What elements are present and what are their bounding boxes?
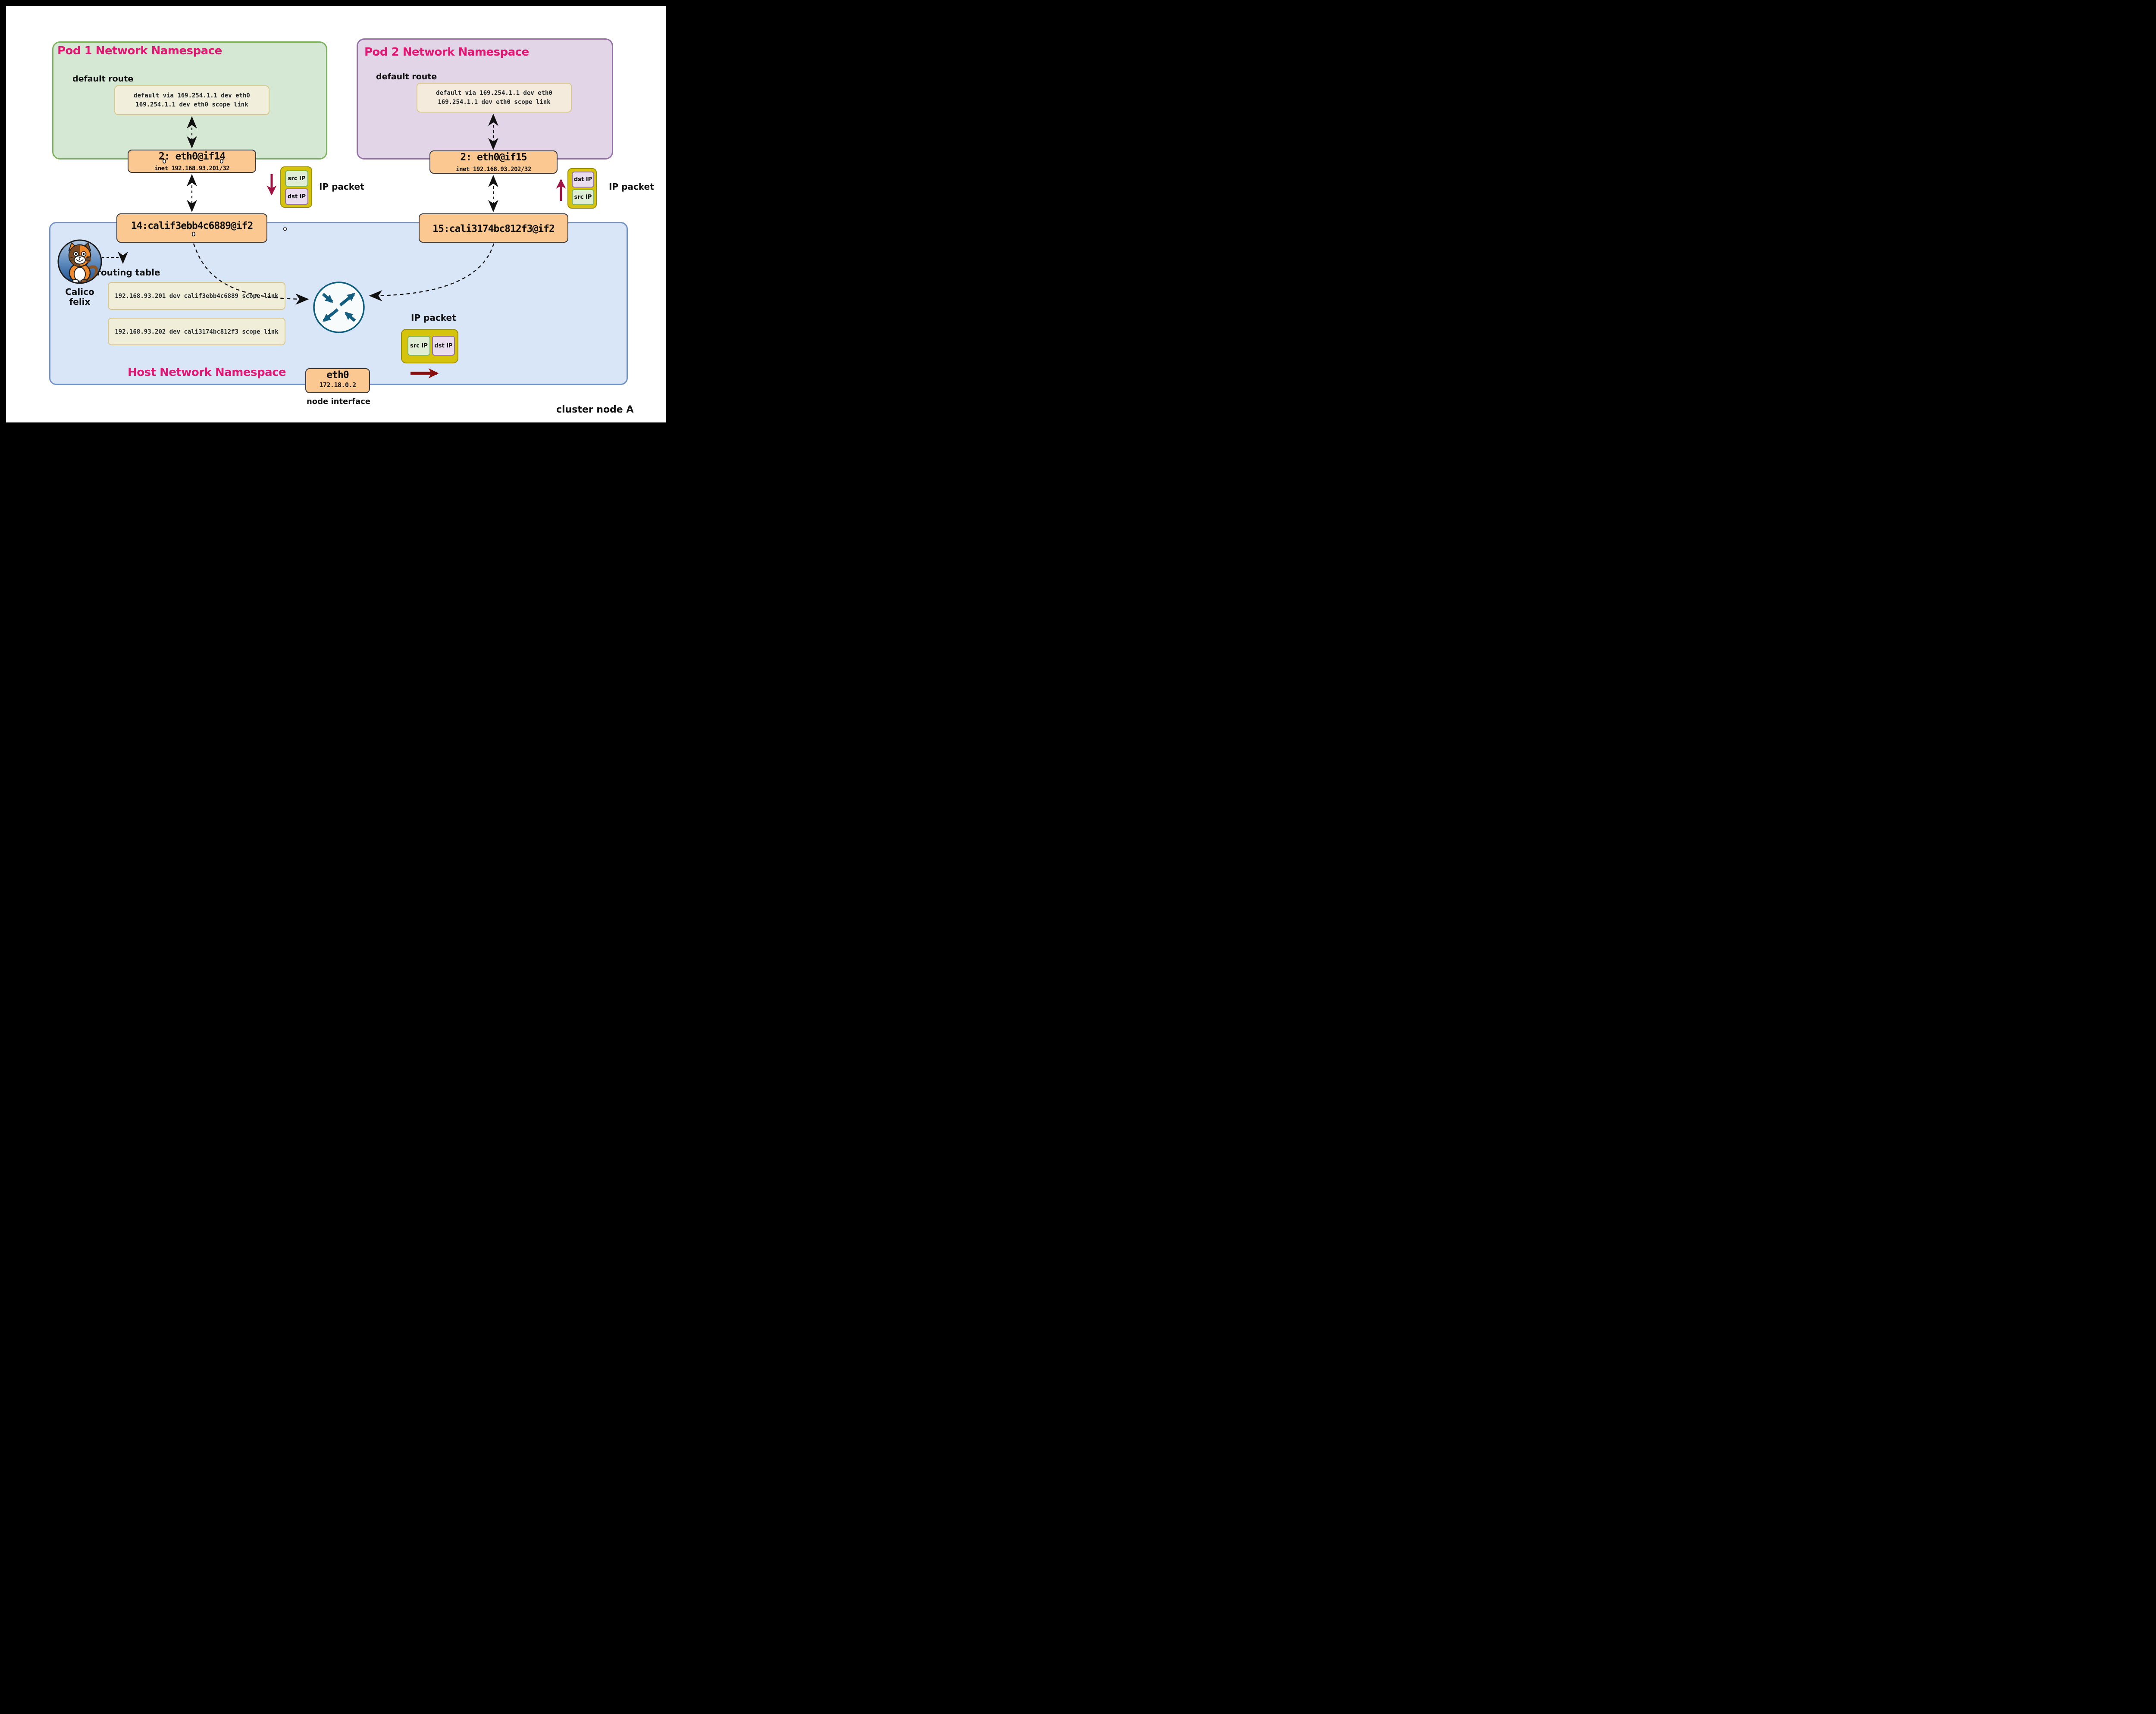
- pod1-default-route-label: default route: [72, 74, 134, 84]
- host-veth2-title: 15:cali3174bc812f3@if2: [432, 223, 555, 235]
- packet-right-dst-field: dst IP: [572, 172, 594, 188]
- packet-bottom-box: src IP dst IP: [401, 329, 458, 363]
- host-title: Host Network Namespace: [128, 366, 286, 379]
- packet-bottom-label: IP packet: [411, 313, 456, 323]
- packet-bottom-dst-field: dst IP: [432, 336, 455, 356]
- pod1-route-line1: default via 169.254.1.1 dev eth0: [134, 92, 250, 99]
- packet-right-box: dst IP src IP: [567, 168, 597, 209]
- cluster-node-label: cluster node A: [556, 404, 634, 415]
- node-interface-label: node interface: [306, 397, 371, 406]
- pod1-eth0-inet: inet 192.168.93.201/32: [154, 165, 230, 172]
- host-veth2-box: 15:cali3174bc812f3@if2: [419, 213, 568, 243]
- packet-left-src-field: src IP: [285, 170, 308, 187]
- pod2-default-route-label: default route: [376, 72, 437, 81]
- routing-table-label: routing table: [97, 267, 160, 278]
- node-eth0-box: eth0 172.18.0.2: [305, 368, 370, 393]
- pod1-route-box: default via 169.254.1.1 dev eth0 169.254…: [114, 85, 270, 115]
- pod1-eth0-interface-box: 2: eth0@if14 inet 192.168.93.201/32: [128, 150, 256, 173]
- calico-label-line2: felix: [69, 297, 91, 307]
- calico-felix-label: Calico felix: [63, 287, 97, 307]
- pod2-eth0-inet: inet 192.168.93.202/32: [456, 166, 531, 173]
- node-eth0-ip: 172.18.0.2: [319, 381, 356, 389]
- pod2-eth0-title: 2: eth0@if15: [460, 152, 527, 163]
- pod2-route-line1: default via 169.254.1.1 dev eth0: [436, 90, 552, 97]
- pod2-route-line2: 169.254.1.1 dev eth0 scope link: [438, 99, 551, 106]
- packet-left-label: IP packet: [319, 181, 364, 192]
- diagram-sheet: Pod 1 Network Namespace default route de…: [6, 6, 666, 422]
- packet-left-box: src IP dst IP: [280, 166, 312, 208]
- calico-label-line1: Calico: [65, 287, 94, 297]
- packet-right-src-field: src IP: [572, 189, 594, 205]
- pod1-route-line2: 169.254.1.1 dev eth0 scope link: [135, 101, 248, 108]
- host-veth1-title: 14:calif3ebb4c6889@if2: [131, 220, 254, 231]
- packet-left-dst-field: dst IP: [285, 188, 308, 205]
- pod1-title: Pod 1 Network Namespace: [57, 44, 222, 57]
- node-eth0-title: eth0: [326, 369, 349, 381]
- pod2-title: Pod 2 Network Namespace: [364, 46, 529, 59]
- packet-right-label: IP packet: [609, 181, 654, 192]
- packet-bottom-src-field: src IP: [407, 336, 430, 356]
- routing-table-entry-2: 192.168.93.202 dev cali3174bc812f3 scope…: [108, 318, 285, 345]
- host-veth1-box: 14:calif3ebb4c6889@if2: [116, 213, 267, 243]
- pod2-route-box: default via 169.254.1.1 dev eth0 169.254…: [417, 83, 572, 113]
- routing-table-entry-1: 192.168.93.201 dev calif3ebb4c6889 scope…: [108, 282, 285, 310]
- pod1-eth0-title: 2: eth0@if14: [158, 151, 226, 162]
- pod2-eth0-interface-box: 2: eth0@if15 inet 192.168.93.202/32: [429, 150, 558, 174]
- diagram-frame: Pod 1 Network Namespace default route de…: [0, 0, 672, 428]
